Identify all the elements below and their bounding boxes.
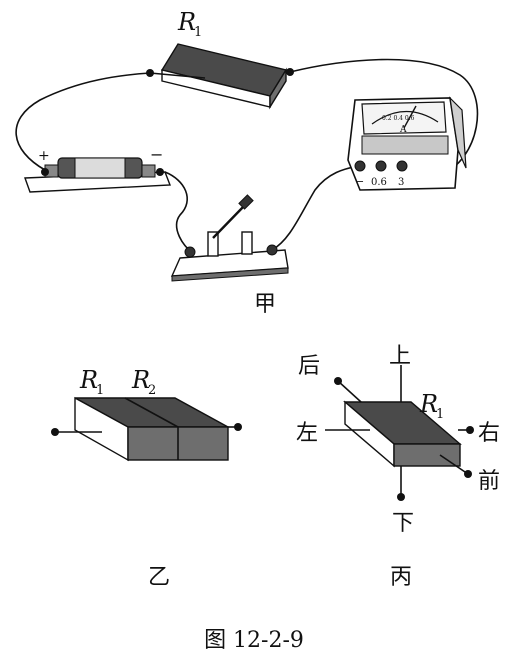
battery-terminal-plus	[41, 168, 49, 176]
battery-minus-sign: −	[150, 145, 163, 164]
r1-label: R	[177, 8, 196, 36]
diagram-yi: R 1 R 2 乙	[51, 366, 242, 590]
bing-r1-label: R	[419, 390, 438, 418]
ammeter-terminal-minus	[354, 160, 366, 172]
label-yi: 乙	[148, 565, 170, 590]
bing-r1-label-sub: 1	[436, 407, 444, 422]
direction-right: 右	[478, 421, 500, 446]
ammeter-unit: A	[399, 125, 407, 135]
yi-r1-label-sub: 1	[96, 383, 104, 398]
yi-terminal-right	[234, 423, 242, 431]
battery-plus-sign: +	[38, 148, 50, 164]
switch-terminal-left	[184, 246, 196, 258]
battery-terminal-minus	[156, 168, 164, 176]
direction-down: 下	[392, 511, 414, 536]
r1-label-sub: 1	[194, 25, 202, 40]
circuit-jia: R 1 + − 0.2 0.4 0.6 A − 0.6	[15, 8, 479, 317]
bing-dot-front	[464, 470, 472, 478]
ammeter-minus-label: −	[355, 175, 364, 188]
label-jia: 甲	[254, 292, 276, 317]
bing-dot-down	[397, 493, 405, 501]
knife-switch	[170, 194, 289, 282]
yi-r2-label: R	[131, 366, 150, 394]
ammeter-terminal-06	[375, 160, 387, 172]
wire-switch-to-ammeter	[271, 165, 359, 251]
resistor-r1	[146, 43, 294, 110]
r1-terminal-left	[146, 69, 154, 77]
wire-battery-to-r1	[15, 72, 151, 171]
label-bing: 丙	[390, 565, 412, 590]
r1-terminal-right	[286, 68, 294, 76]
switch-terminal-right	[266, 244, 278, 256]
ammeter-06-label: 0.6	[371, 177, 387, 188]
yi-r1-label: R	[79, 366, 98, 394]
direction-up: 上	[389, 344, 411, 369]
bing-dot-back	[334, 377, 342, 385]
ammeter	[347, 96, 467, 191]
figure-caption: 图 12-2-9	[204, 628, 304, 653]
yi-r2-label-sub: 2	[148, 383, 156, 398]
diagram-bing: R 1 上 下 左 右 前 后 丙	[296, 344, 500, 590]
ammeter-terminal-3	[396, 160, 408, 172]
yi-terminal-left	[51, 428, 59, 436]
direction-back: 后	[298, 354, 320, 379]
direction-left: 左	[296, 421, 318, 446]
direction-front: 前	[478, 469, 500, 494]
ammeter-3-label: 3	[398, 177, 404, 188]
bing-dot-right	[466, 426, 474, 434]
wire-battery-to-switch	[164, 171, 191, 251]
ammeter-scale-text: 0.2 0.4 0.6	[382, 115, 415, 122]
battery	[24, 157, 172, 193]
